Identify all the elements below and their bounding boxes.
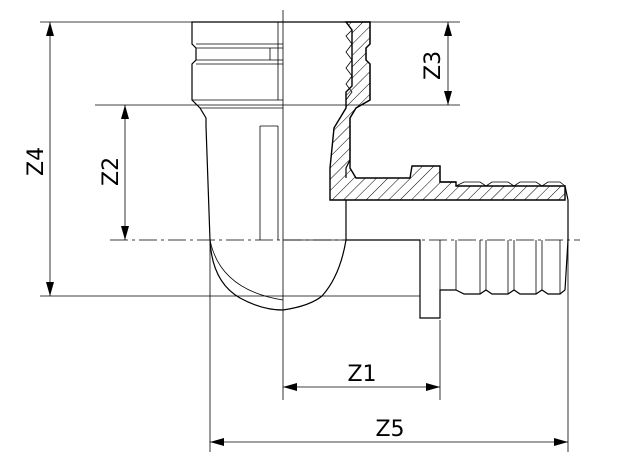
elbow-body xyxy=(205,125,347,311)
z4-label: Z4 xyxy=(24,147,49,176)
barbs-upper xyxy=(455,181,566,187)
dimension-z1: Z1 xyxy=(283,362,440,391)
dimension-z2: Z2 xyxy=(99,105,129,240)
spigot-lower xyxy=(346,239,569,319)
dimension-z5: Z5 xyxy=(210,417,568,446)
extension-lines xyxy=(40,10,569,452)
hatched-section xyxy=(329,21,566,201)
dimension-z3: Z3 xyxy=(421,22,452,105)
z3-label: Z3 xyxy=(421,51,446,80)
spigot-upper xyxy=(439,166,569,240)
z1-label: Z1 xyxy=(347,362,376,387)
dimension-z4: Z4 xyxy=(24,22,54,296)
section-thread xyxy=(345,21,353,101)
z5-label: Z5 xyxy=(375,417,404,442)
z2-label: Z2 xyxy=(99,157,124,186)
